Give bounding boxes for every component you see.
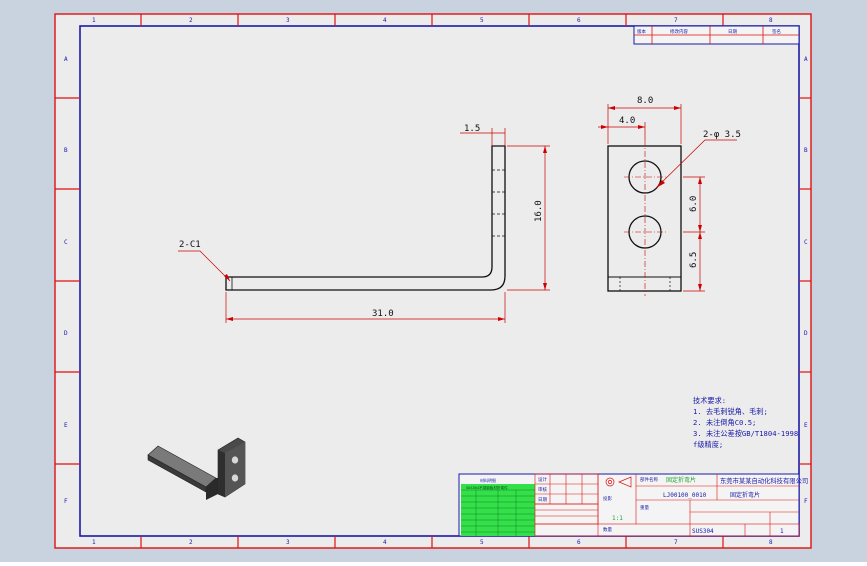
front-view: [225, 145, 506, 291]
zone-row-d: D: [64, 330, 68, 337]
zone-row-d-right: D: [804, 330, 808, 337]
dim-thickness: 1.5: [464, 124, 480, 134]
flange-outline: [607, 145, 682, 292]
zone-row-e: E: [64, 422, 68, 429]
green-table-header: 材料明细: [480, 477, 496, 483]
zone-col-8: 8: [769, 17, 773, 24]
side-arrowheads: [601, 106, 702, 291]
tb-part-label: 部件名称: [640, 476, 658, 483]
zone-row-f-right: F: [804, 498, 808, 505]
rev-header-sign: 签名: [772, 28, 781, 35]
dim-length: 31.0: [372, 309, 394, 319]
zone-col-4-bottom: 4: [383, 539, 387, 546]
tb-material: SUS304: [692, 528, 714, 535]
front-dimensions: [178, 128, 550, 323]
tb-sheet: 1: [780, 528, 784, 535]
dim-chamfer: 2-C1: [179, 240, 201, 250]
iso-hole-bottom: [231, 474, 239, 482]
dim-holes: 2-φ 3.5: [703, 130, 741, 140]
dim-hole-spacing: 6.0: [689, 196, 699, 212]
tech-notes-title: 技术要求:: [693, 396, 726, 405]
zone-col-2-bottom: 2: [189, 539, 193, 546]
rev-header-content: 修改内容: [670, 28, 688, 35]
tech-note-1: 1. 去毛刺锐角、毛刺;: [693, 407, 768, 416]
tech-note-3: 3. 未注公差按GB/T1804-1998: [693, 429, 798, 438]
dim-width: 8.0: [637, 96, 653, 106]
tech-notes: 技术要求: 1. 去毛刺锐角、毛刺; 2. 未注倒角C0.5; 3. 未注公差按…: [693, 396, 798, 449]
zone-col-7: 7: [674, 17, 678, 24]
zone-ticks: [55, 14, 811, 548]
rev-header-version: 版本: [637, 28, 646, 35]
tb-checker-label: 审核: [538, 486, 547, 493]
title-block: 材料明细 SUS304不锈钢板材折弯件 设计 审核 日期 投影: [458, 473, 808, 537]
zone-col-7-bottom: 7: [674, 539, 678, 546]
hidden-lines: [492, 169, 505, 237]
dim-height: 16.0: [534, 200, 544, 222]
bracket-profile: [225, 145, 506, 291]
iso-hole-top: [231, 456, 239, 464]
zone-col-3: 3: [286, 17, 290, 24]
tb-weight-label: 重量: [640, 504, 649, 511]
tb-date-label: 日期: [538, 497, 547, 503]
green-table-subheader: SUS304不锈钢板材折弯件: [466, 485, 508, 490]
zone-col-2: 2: [189, 17, 193, 24]
tb-company: 东莞市某某自动化科技有限公司: [720, 476, 808, 485]
zone-col-3-bottom: 3: [286, 539, 290, 546]
zone-col-4: 4: [383, 17, 387, 24]
front-arrowheads: [224, 146, 547, 321]
zone-col-5: 5: [480, 17, 484, 24]
isometric-view: [147, 437, 246, 500]
zone-row-b-right: B: [804, 147, 808, 154]
zone-col-5-bottom: 5: [480, 539, 484, 546]
zone-row-f: F: [64, 498, 68, 505]
dim-hole-bottom: 6.5: [689, 252, 699, 268]
zone-row-c-right: C: [804, 239, 808, 246]
tb-drawing-no: LJ00100_0010: [663, 492, 707, 499]
tb-part-name: 固定折弯片: [730, 491, 760, 499]
revision-block: 版本 修改内容 日期 签名: [633, 25, 800, 45]
zone-col-6-bottom: 6: [577, 539, 581, 546]
tech-note-4: f级精度;: [693, 440, 723, 449]
projection-symbol: [605, 476, 632, 488]
zone-row-a: A: [64, 56, 68, 63]
tb-quantity-label: 数量: [603, 526, 612, 533]
tech-note-2: 2. 未注倒角C0.5;: [693, 418, 756, 427]
zone-col-1-bottom: 1: [92, 539, 96, 546]
zone-col-1: 1: [92, 17, 96, 24]
zone-col-8-bottom: 8: [769, 539, 773, 546]
dim-hole-offset: 4.0: [619, 116, 635, 126]
tb-scale: 1:1: [612, 515, 623, 522]
tb-part-name-green: 固定折弯片: [666, 476, 696, 484]
zone-col-6: 6: [577, 17, 581, 24]
zone-row-c: C: [64, 239, 68, 246]
zone-row-b: B: [64, 147, 68, 154]
side-centerlines: [624, 140, 666, 296]
tb-projection-label: 投影: [603, 495, 612, 502]
tb-designer-label: 设计: [538, 476, 547, 483]
rev-header-date: 日期: [728, 29, 737, 35]
zone-row-e-right: E: [804, 422, 808, 429]
zone-row-a-right: A: [804, 56, 808, 63]
